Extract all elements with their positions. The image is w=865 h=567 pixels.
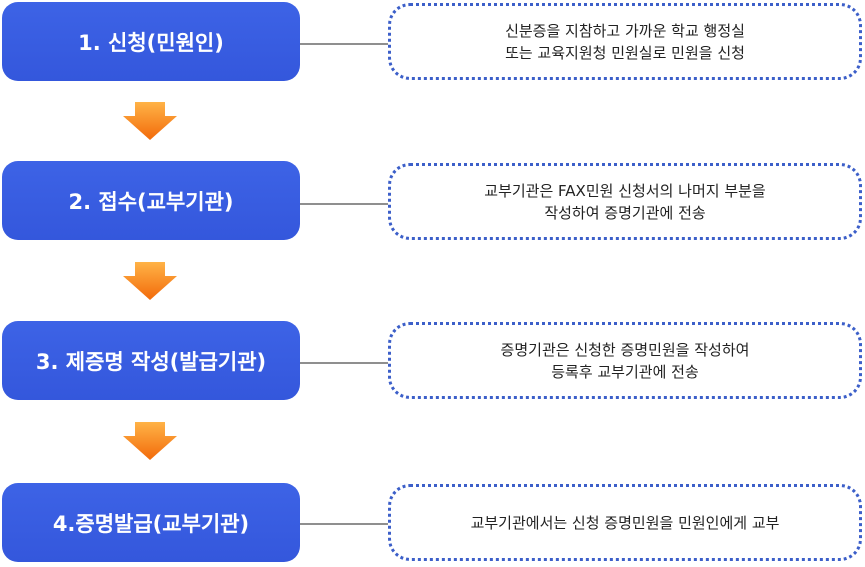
step-2-desc-line-2: 작성하여 증명기관에 전송 [544, 203, 706, 222]
step-3-desc-line-1: 증명기관은 신청한 증명민원을 작성하여 [500, 340, 750, 359]
step-1-connector [300, 43, 389, 45]
step-1-description: 신분증을 지참하고 가까운 학교 행정실 또는 교육지원청 민원실로 민원을 신… [388, 3, 862, 80]
step-2-connector [300, 203, 389, 205]
step-3-box: 3. 제증명 작성(발급기관) [2, 321, 300, 400]
down-arrow-icon [123, 102, 177, 140]
step-4-desc-line-1: 교부기관에서는 신청 증명민원을 민원인에게 교부 [470, 513, 780, 532]
step-4-description: 교부기관에서는 신청 증명민원을 민원인에게 교부 [388, 484, 862, 561]
step-2-description: 교부기관은 FAX민원 신청서의 나머지 부분을 작성하여 증명기관에 전송 [388, 163, 862, 240]
step-3-desc-line-2: 등록후 교부기관에 전송 [551, 362, 699, 381]
step-1-desc-line-1: 신분증을 지참하고 가까운 학교 행정실 [505, 21, 745, 40]
down-arrow-icon [123, 422, 177, 460]
step-4-box: 4.증명발급(교부기관) [2, 483, 300, 562]
step-2-label: 2. 접수(교부기관) [68, 189, 234, 214]
step-2-desc-line-1: 교부기관은 FAX민원 신청서의 나머지 부분을 [484, 181, 766, 200]
step-4-connector [300, 523, 389, 525]
step-2-box: 2. 접수(교부기관) [2, 161, 300, 240]
step-3-connector [300, 362, 389, 364]
step-1-desc-line-2: 또는 교육지원청 민원실로 민원을 신청 [505, 43, 745, 62]
step-4-label: 4.증명발급(교부기관) [52, 511, 250, 536]
step-3-description: 증명기관은 신청한 증명민원을 작성하여 등록후 교부기관에 전송 [388, 322, 862, 399]
step-1-label: 1. 신청(민원인) [78, 30, 224, 55]
step-3-label: 3. 제증명 작성(발급기관) [35, 349, 267, 374]
step-1-box: 1. 신청(민원인) [2, 2, 300, 81]
down-arrow-icon [123, 262, 177, 300]
